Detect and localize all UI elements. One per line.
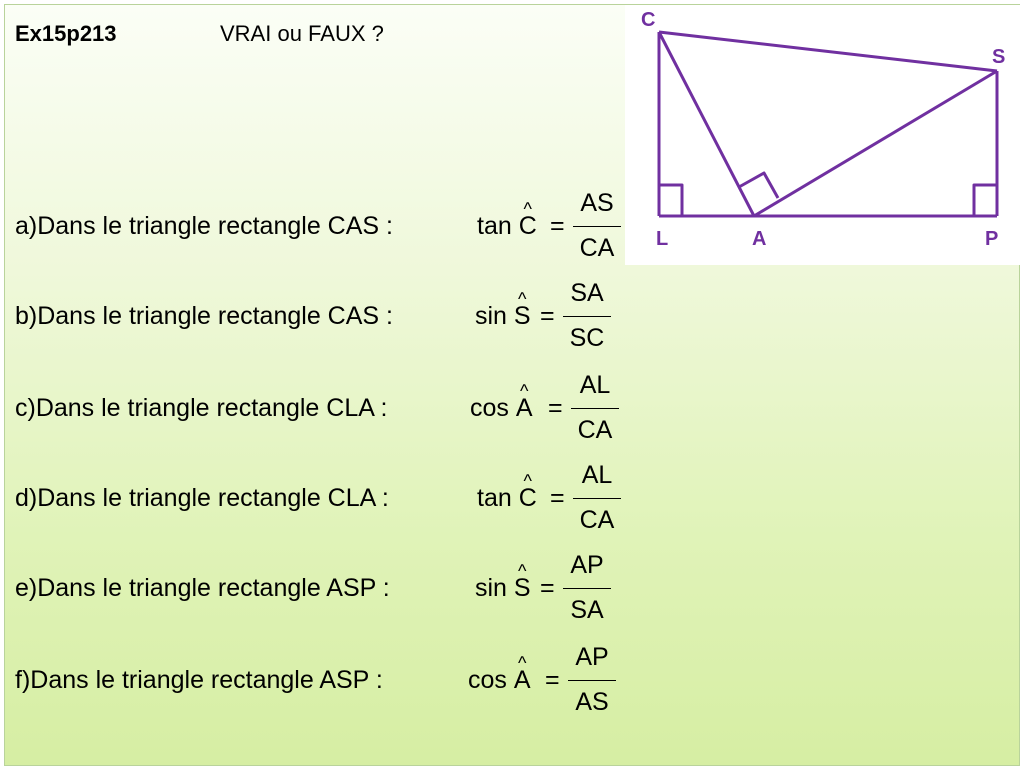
trig-expression: tan ^C bbox=[477, 200, 537, 242]
segment-AS bbox=[753, 69, 998, 218]
trig-function: sin bbox=[475, 302, 507, 330]
statement-label: a)Dans le triangle rectangle CAS : bbox=[15, 212, 393, 240]
angle-letter: S bbox=[513, 302, 531, 330]
fraction: AP AS bbox=[568, 641, 616, 721]
statement-label: c)Dans le triangle rectangle CLA : bbox=[15, 394, 388, 422]
angle-name: ^S bbox=[513, 290, 531, 332]
angle-hat: ^ bbox=[523, 199, 532, 219]
point-label-C: C bbox=[641, 9, 655, 31]
angle-letter: A bbox=[515, 394, 533, 422]
angle-letter: S bbox=[513, 574, 531, 602]
trig-expression: cos ^A bbox=[468, 654, 531, 696]
statement-label: d)Dans le triangle rectangle CLA : bbox=[15, 484, 389, 512]
slide-header: Ex15p213 VRAI ou FAUX ? bbox=[15, 19, 384, 49]
angle-name: ^C bbox=[518, 472, 537, 514]
statement-label: b)Dans le triangle rectangle CAS : bbox=[15, 302, 393, 330]
fraction-bar bbox=[571, 408, 619, 409]
equals-sign: = bbox=[550, 484, 565, 512]
segment-CS bbox=[658, 30, 998, 73]
equals-sign: = bbox=[545, 666, 560, 694]
fraction: AS CA bbox=[573, 187, 621, 267]
angle-name: ^A bbox=[515, 382, 533, 424]
statement-label: e)Dans le triangle rectangle ASP : bbox=[15, 574, 390, 602]
trig-expression: cos ^A bbox=[470, 382, 533, 424]
fraction-bar bbox=[573, 226, 621, 227]
fraction-denominator: CA bbox=[577, 416, 613, 444]
angle-letter: C bbox=[518, 212, 537, 240]
equals-sign: = bbox=[540, 574, 555, 602]
equals-sign: = bbox=[550, 212, 565, 240]
fraction: AL CA bbox=[573, 459, 621, 539]
equals-sign: = bbox=[540, 302, 555, 330]
trig-expression: sin ^S bbox=[475, 290, 531, 332]
statement-label: f)Dans le triangle rectangle ASP : bbox=[15, 666, 383, 694]
fraction-bar bbox=[563, 588, 611, 589]
trig-expression: sin ^S bbox=[475, 562, 531, 604]
fraction-numerator: AL bbox=[581, 461, 613, 489]
point-label-L: L bbox=[656, 228, 668, 250]
fraction-numerator: AS bbox=[580, 189, 614, 217]
angle-hat: ^ bbox=[518, 289, 527, 309]
angle-name: ^S bbox=[513, 562, 531, 604]
angle-hat: ^ bbox=[518, 561, 527, 581]
slide: Ex15p213 VRAI ou FAUX ? a)Dans le triang… bbox=[4, 4, 1021, 766]
fraction-numerator: SA bbox=[570, 279, 604, 307]
point-label-A: A bbox=[752, 228, 766, 250]
figure-background bbox=[625, 5, 1021, 265]
fraction: AP SA bbox=[563, 549, 611, 629]
right-angle-L bbox=[659, 183, 684, 216]
trig-function: cos bbox=[470, 394, 509, 422]
segment-CA bbox=[657, 31, 756, 217]
geometry-figure: C S L A P bbox=[625, 5, 1021, 265]
angle-hat: ^ bbox=[519, 381, 529, 401]
fraction-denominator: AS bbox=[575, 688, 609, 716]
fraction: SA SC bbox=[563, 277, 611, 357]
fraction: AL CA bbox=[571, 369, 619, 449]
fraction-denominator: SC bbox=[569, 324, 605, 352]
angle-hat: ^ bbox=[517, 653, 527, 673]
fraction-bar bbox=[573, 498, 621, 499]
trig-function: cos bbox=[468, 666, 507, 694]
exercise-code: Ex15p213 bbox=[15, 21, 117, 46]
question-title: VRAI ou FAUX ? bbox=[220, 21, 384, 46]
angle-name: ^C bbox=[518, 200, 537, 242]
right-angle-A bbox=[738, 171, 780, 199]
fraction-numerator: AP bbox=[570, 551, 604, 579]
equals-sign: = bbox=[548, 394, 563, 422]
fraction-numerator: AP bbox=[575, 643, 609, 671]
fraction-bar bbox=[563, 316, 611, 317]
fraction-bar bbox=[568, 680, 616, 681]
angle-letter: C bbox=[518, 484, 537, 512]
fraction-denominator: CA bbox=[579, 506, 615, 534]
angle-name: ^A bbox=[513, 654, 531, 696]
trig-function: tan bbox=[477, 484, 512, 512]
fraction-denominator: CA bbox=[579, 234, 615, 262]
angle-hat: ^ bbox=[523, 471, 532, 491]
trig-function: sin bbox=[475, 574, 507, 602]
right-angle-P bbox=[972, 183, 997, 216]
trig-expression: tan ^C bbox=[477, 472, 537, 514]
fraction-denominator: SA bbox=[570, 596, 604, 624]
angle-letter: A bbox=[513, 666, 531, 694]
point-label-P: P bbox=[985, 228, 998, 250]
point-label-S: S bbox=[992, 46, 1005, 68]
fraction-numerator: AL bbox=[579, 371, 611, 399]
trig-function: tan bbox=[477, 212, 512, 240]
